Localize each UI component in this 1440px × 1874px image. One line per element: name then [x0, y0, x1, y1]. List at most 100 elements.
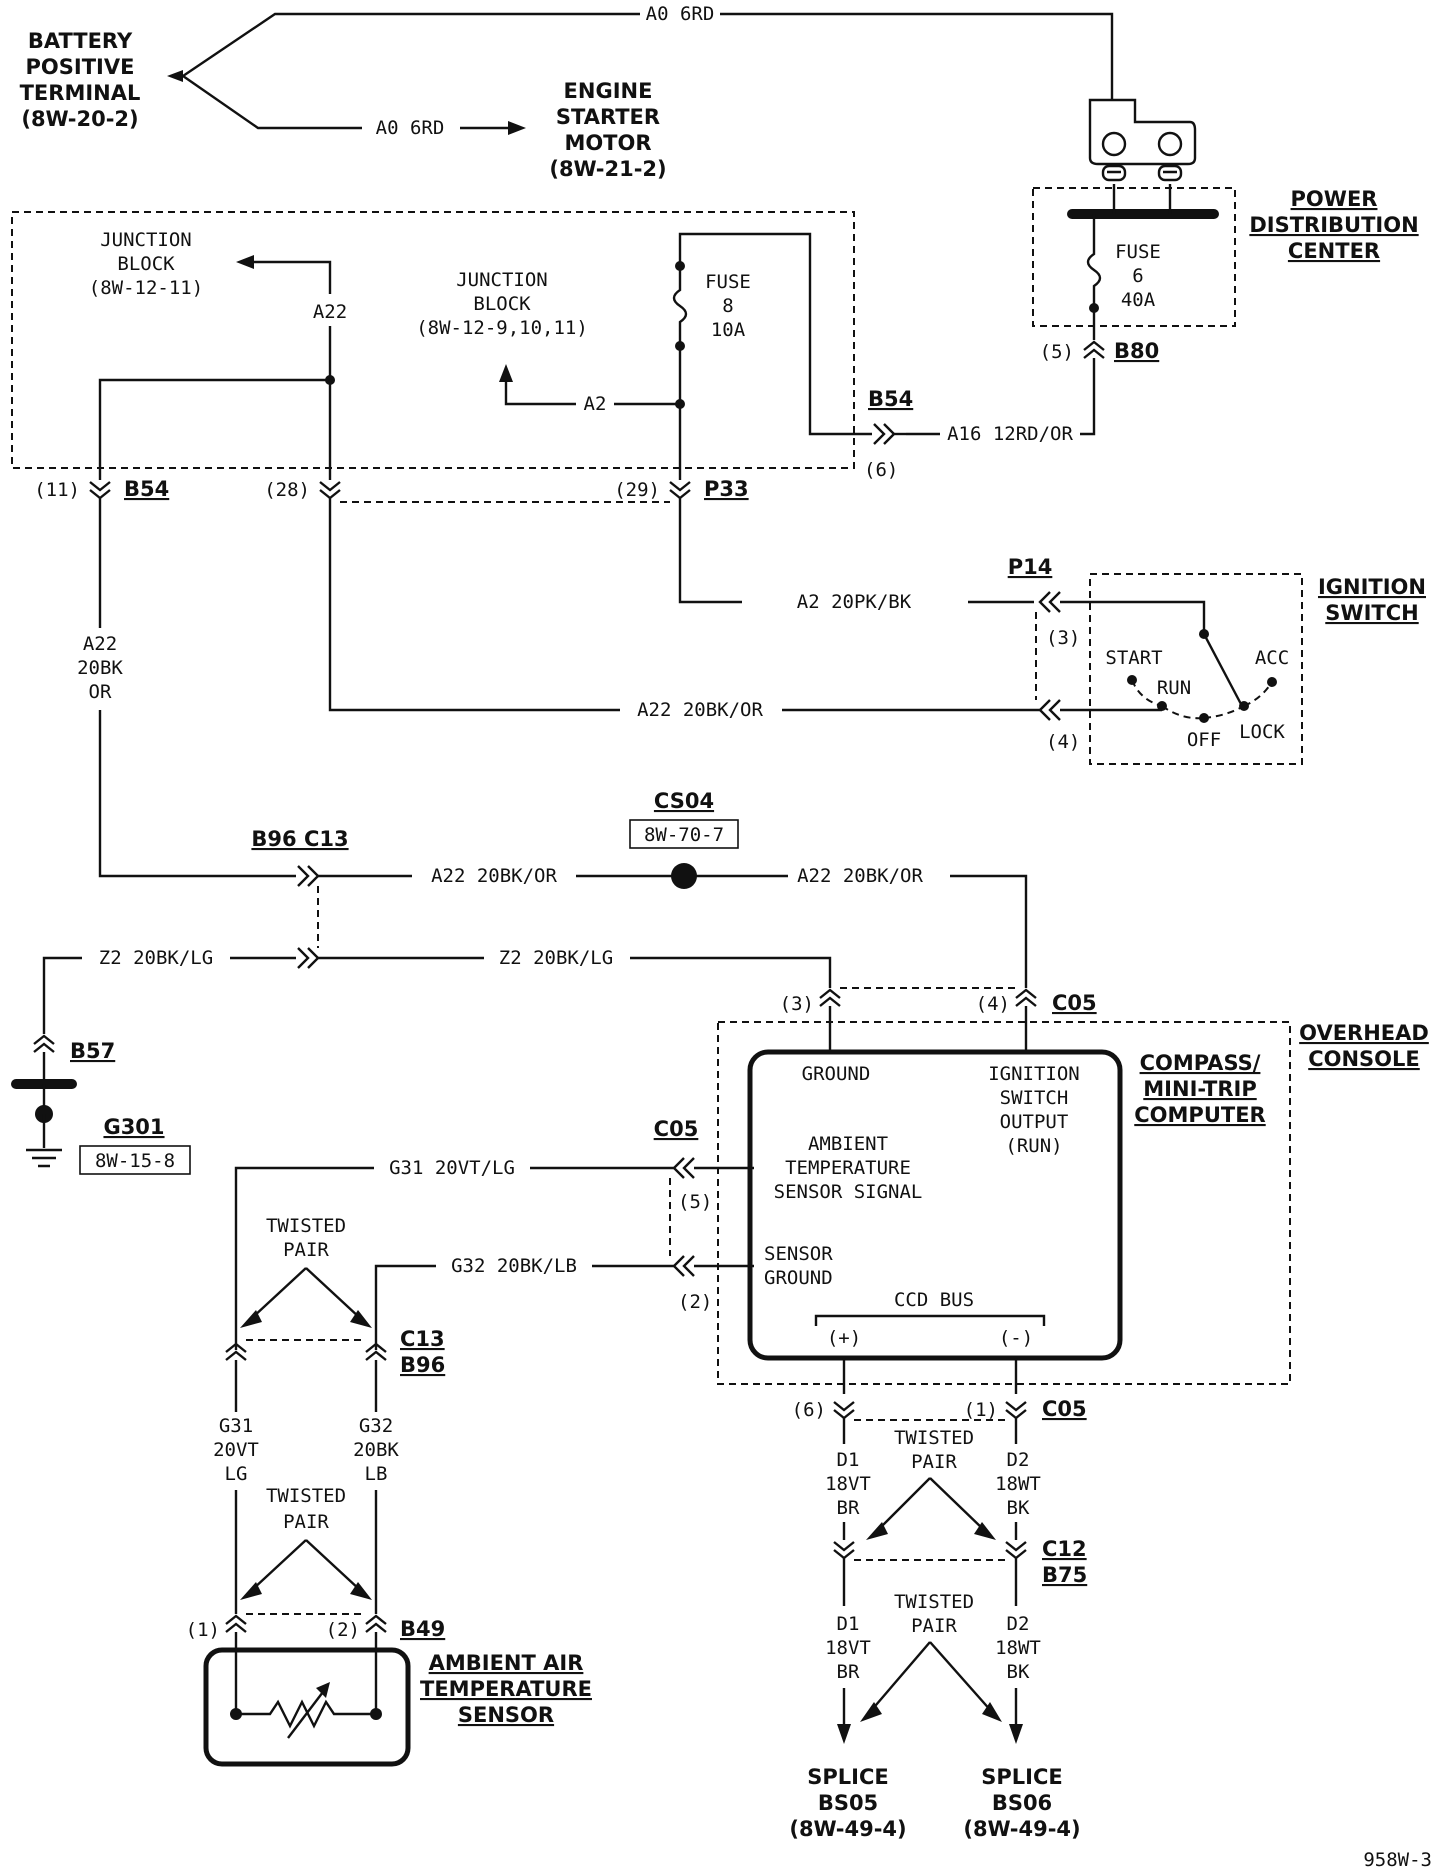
p14-connector-top: [1038, 591, 1061, 613]
svg-text:(RUN): (RUN): [1005, 1135, 1062, 1157]
ign-wire-in: [1060, 600, 1206, 634]
ccd-bus-bracket: [814, 1314, 1046, 1326]
svg-text:COMPUTER: COMPUTER: [1134, 1103, 1265, 1127]
fuse6-label: FUSE 6 40A: [1115, 241, 1161, 311]
svg-text:8: 8: [722, 295, 733, 317]
svg-text:LG: LG: [225, 1463, 248, 1485]
svg-text:D2: D2: [1007, 1613, 1030, 1635]
svg-text:SPLICE: SPLICE: [981, 1765, 1062, 1789]
svg-text:TWISTED: TWISTED: [894, 1427, 974, 1449]
jb1-arrow: [236, 255, 254, 269]
c05-pin3-connector: [819, 988, 841, 1007]
z2-connector: [297, 947, 320, 969]
a22-mid-label-2: A22 20BK/OR: [797, 865, 923, 887]
tp2-arrow-right: [350, 1582, 372, 1600]
svg-text:ENGINE: ENGINE: [564, 79, 653, 103]
figure-number: 958W-3: [1363, 1849, 1432, 1871]
c13-drops: [234, 1360, 378, 1412]
compass-computer-module: [747, 1049, 1123, 1361]
cs04-label: CS04: [654, 789, 714, 813]
svg-text:MOTOR: MOTOR: [564, 131, 651, 155]
pin28: (28): [264, 479, 310, 501]
g301-ref: 8W-15-8: [95, 1150, 175, 1172]
c13-left-connector: [225, 1342, 247, 1361]
svg-text:D1: D1: [837, 1449, 860, 1471]
g32-wire-top: [374, 1264, 436, 1350]
a0-wire-top-2: [720, 12, 1114, 100]
overhead-console-box: [717, 1021, 1291, 1385]
a22-left-wire-lower: [98, 710, 296, 878]
svg-text:6: 6: [1132, 265, 1143, 287]
svg-text:STARTER: STARTER: [556, 105, 660, 129]
svg-text:BATTERY: BATTERY: [28, 29, 133, 53]
svg-text:BR: BR: [837, 1497, 860, 1519]
tp3-arrow-right: [974, 1522, 996, 1540]
d-wires-upper: [842, 1418, 1018, 1444]
svg-text:D1: D1: [837, 1613, 860, 1635]
svg-text:TERMINAL: TERMINAL: [20, 81, 141, 105]
g32-label: G32 20BK LB: [353, 1415, 399, 1485]
pin28-connector: [319, 481, 341, 500]
c05-pin1: (1): [964, 1399, 998, 1421]
c05-pin2-connector: [672, 1255, 695, 1277]
svg-text:A22: A22: [83, 633, 117, 655]
svg-text:SWITCH: SWITCH: [1325, 601, 1418, 625]
thermistor-variable-arrow: [287, 1687, 327, 1739]
twisted-pair-label-4: TWISTED PAIR: [894, 1591, 974, 1637]
module-sensor-ground: SENSOR GROUND: [764, 1243, 833, 1289]
c05-pin5-connector: [672, 1157, 695, 1179]
ign-start: START: [1105, 647, 1162, 669]
c12-label: C12: [1042, 1537, 1087, 1561]
twisted-pair-arrows-2: [251, 1539, 361, 1591]
svg-text:CONSOLE: CONSOLE: [1308, 1047, 1420, 1071]
svg-text:TEMPERATURE: TEMPERATURE: [420, 1677, 592, 1701]
svg-text:TWISTED: TWISTED: [266, 1485, 346, 1507]
svg-text:AMBIENT AIR: AMBIENT AIR: [429, 1651, 584, 1675]
c05-pin6-connector: [833, 1401, 855, 1420]
svg-text:PAIR: PAIR: [911, 1451, 957, 1473]
splice2-arrow: [1009, 1724, 1023, 1744]
g31-label: G31 20VT LG: [213, 1415, 259, 1485]
a22-jb-label: A22: [313, 301, 347, 323]
ign-off: OFF: [1187, 729, 1221, 751]
svg-text:SENSOR SIGNAL: SENSOR SIGNAL: [774, 1181, 923, 1203]
splice-bs05-label: SPLICE BS05 (8W-49-4): [789, 1765, 906, 1841]
svg-text:LB: LB: [365, 1463, 388, 1485]
b54-left-connector: [89, 481, 111, 500]
b80-connector: [1083, 340, 1105, 359]
svg-text:(8W-49-4): (8W-49-4): [789, 1817, 906, 1841]
a2-jb-label: A2: [584, 393, 607, 415]
d2-label-2: D2 18WT BK: [995, 1613, 1041, 1683]
a22-left-label: A22 20BK OR: [77, 633, 123, 703]
jb2-arrow: [499, 364, 513, 382]
svg-text:MINI-TRIP: MINI-TRIP: [1143, 1077, 1256, 1101]
g301-ref-box: [79, 1145, 191, 1175]
svg-text:BS06: BS06: [992, 1791, 1052, 1815]
svg-text:20BK: 20BK: [77, 657, 123, 679]
splice1-arrow: [837, 1724, 851, 1744]
z2-right-label: Z2 20BK/LG: [499, 947, 613, 969]
svg-text:PAIR: PAIR: [283, 1511, 329, 1533]
svg-text:TWISTED: TWISTED: [266, 1215, 346, 1237]
ign-wiper: [1202, 633, 1244, 707]
c05-left-label: C05: [654, 1117, 699, 1141]
compass-computer-label: COMPASS/ MINI-TRIP COMPUTER: [1134, 1051, 1265, 1127]
twisted-pair-label-1: TWISTED PAIR: [266, 1215, 346, 1261]
svg-text:(8W-20-2): (8W-20-2): [21, 107, 138, 131]
c13-right-connector: [365, 1342, 387, 1361]
a22-jb-wire-top: [254, 260, 332, 294]
a22-ign-wire-left: [328, 498, 620, 712]
ambient-sensor-label: AMBIENT AIR TEMPERATURE SENSOR: [420, 1651, 592, 1727]
ign-lock: LOCK: [1239, 721, 1285, 743]
svg-text:40A: 40A: [1121, 289, 1156, 311]
svg-text:AMBIENT: AMBIENT: [808, 1133, 888, 1155]
fuse8-label: FUSE 8 10A: [705, 271, 751, 341]
svg-text:FUSE: FUSE: [1115, 241, 1161, 263]
fuse6-symbol: [1086, 214, 1102, 308]
tp3-arrow-left: [866, 1522, 888, 1540]
ground-icon: [26, 1114, 62, 1168]
ign-pin3: (3): [1046, 627, 1080, 649]
twisted-pair-arrows-4: [869, 1641, 993, 1713]
a16-label: A16 12RD/OR: [947, 423, 1073, 445]
